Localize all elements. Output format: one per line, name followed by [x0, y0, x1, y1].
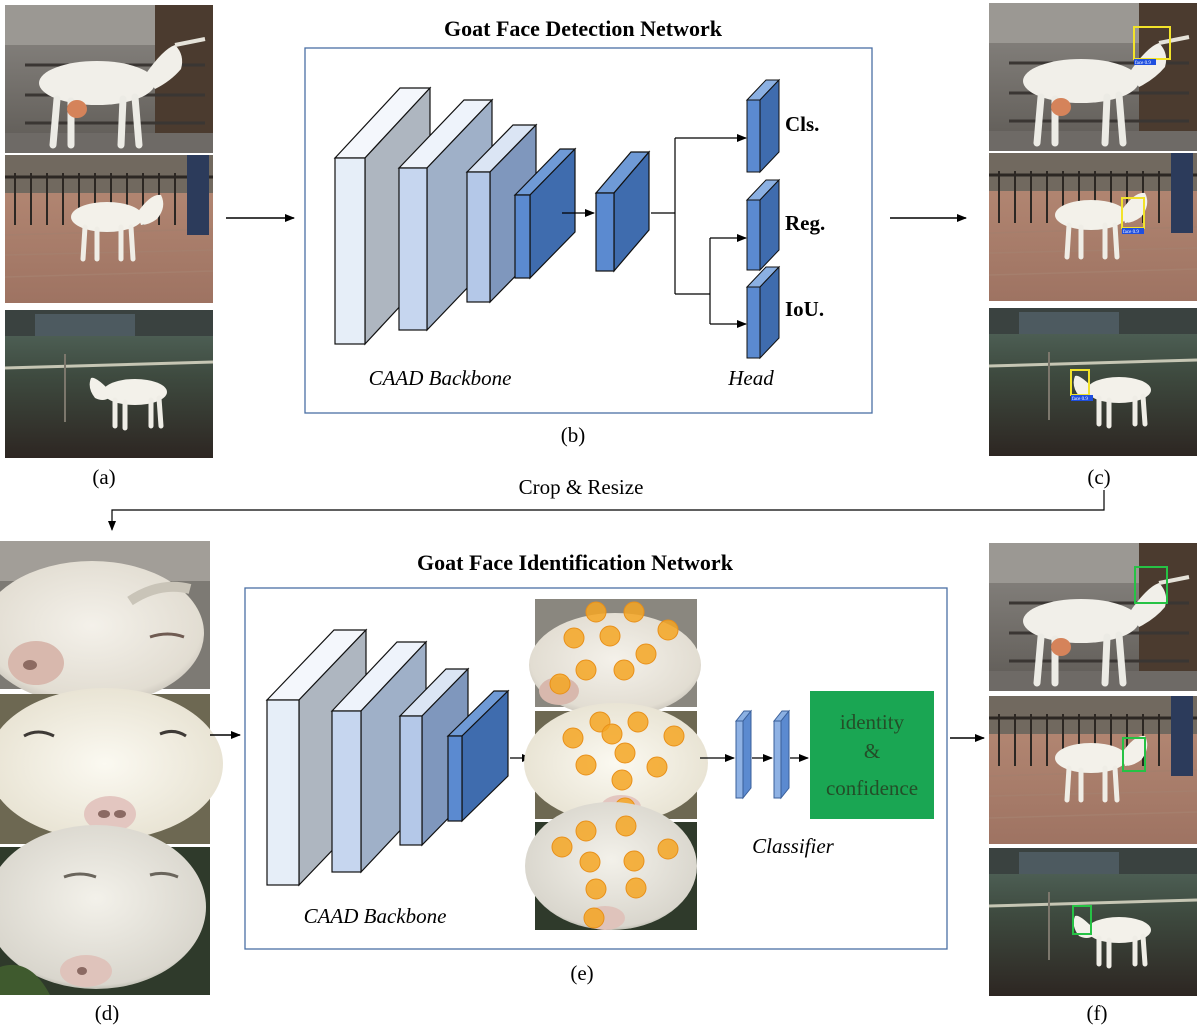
photo-f2	[989, 696, 1197, 844]
label-c: (c)	[1087, 465, 1110, 489]
detection-neck-layer	[594, 150, 651, 273]
photo-c1: face 0.9	[989, 3, 1197, 151]
label-e: (e)	[570, 961, 593, 985]
svg-text:face 0.9: face 0.9	[1123, 230, 1139, 235]
output-identity-text: identity	[840, 710, 905, 734]
feature-map-1	[529, 599, 701, 717]
photo-f1	[989, 543, 1197, 691]
identification-title: Goat Face Identification Network	[417, 550, 734, 575]
detection-backbone-label: CAAD Backbone	[369, 366, 512, 390]
output-reg-label: Reg.	[785, 211, 825, 235]
photo-a2	[5, 155, 213, 303]
head-cls-layer	[745, 78, 781, 174]
label-a: (a)	[92, 465, 115, 489]
output-cls-label: Cls.	[785, 112, 819, 136]
detection-frame	[304, 47, 873, 414]
face-crop-d1	[0, 541, 210, 705]
detection-head-label: Head	[727, 366, 774, 390]
head-iou-layer	[745, 265, 781, 360]
identity-output-box	[810, 691, 934, 819]
output-iou-label: IoU.	[785, 297, 824, 321]
face-crop-d2	[0, 686, 225, 846]
photo-c3: face 0.9	[989, 308, 1197, 456]
detection-title: Goat Face Detection Network	[444, 16, 723, 41]
photo-a1	[5, 5, 213, 153]
identification-backbone-label: CAAD Backbone	[304, 904, 447, 928]
classifier-layer-2	[772, 709, 791, 800]
head-reg-layer	[745, 178, 781, 272]
crop-resize-label: Crop & Resize	[519, 475, 644, 499]
face-crop-d3	[0, 823, 212, 997]
svg-text:face 0.9: face 0.9	[1135, 61, 1151, 66]
feature-map-2	[524, 703, 708, 823]
label-f: (f)	[1087, 1001, 1108, 1025]
photo-a3	[5, 310, 213, 458]
detection-layer-4	[513, 147, 577, 280]
output-confidence-text: confidence	[826, 776, 918, 800]
photo-f3	[989, 848, 1197, 996]
feature-map-3	[525, 802, 697, 930]
identification-frame	[244, 587, 948, 950]
classifier-layer-1	[734, 709, 753, 800]
label-b: (b)	[561, 423, 586, 447]
output-ampersand-text: &	[864, 739, 880, 763]
photo-c2: face 0.9	[989, 153, 1197, 301]
head-connectors	[651, 138, 711, 324]
crop-resize-connector	[108, 490, 1105, 531]
label-d: (d)	[95, 1001, 120, 1025]
identification-layer-4	[446, 689, 510, 823]
classifier-label: Classifier	[752, 834, 835, 858]
svg-text:face 0.9: face 0.9	[1072, 397, 1088, 402]
